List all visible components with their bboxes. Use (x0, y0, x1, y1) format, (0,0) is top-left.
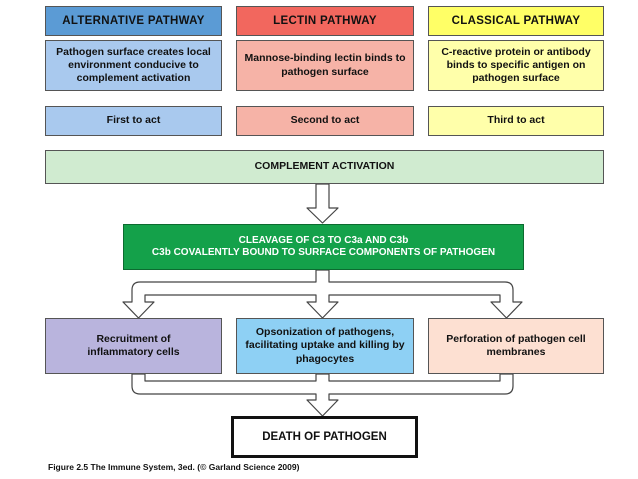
cleavage-line-1: CLEAVAGE OF C3 TO C3a AND C3b (238, 234, 409, 246)
opsonization-outcome-box: Opsonization of pathogens, facilitating … (236, 318, 414, 374)
c3-cleavage-box: CLEAVAGE OF C3 TO C3a AND C3b C3b COVALE… (123, 224, 524, 270)
death-of-pathogen-box: DEATH OF PATHOGEN (231, 416, 418, 458)
recruitment-outcome-box: Recruitment of inflammatory cells (45, 318, 222, 374)
alternative-pathway-description: Pathogen surface creates local environme… (45, 40, 222, 91)
alternative-pathway-order: First to act (45, 106, 222, 136)
classical-pathway-description: C-reactive protein or antibody binds to … (428, 40, 604, 91)
alternative-pathway-header: ALTERNATIVE PATHWAY (45, 6, 222, 36)
arrow-cleavage-to-outcomes (122, 269, 523, 319)
figure-caption: Figure 2.5 The Immune System, 3ed. (© Ga… (48, 462, 300, 472)
arrow-activation-to-cleavage (306, 183, 339, 224)
cleavage-line-2: C3b COVALENTLY BOUND TO SURFACE COMPONEN… (151, 247, 496, 258)
lectin-pathway-description: Mannose-binding lectin binds to pathogen… (236, 40, 414, 91)
classical-pathway-order: Third to act (428, 106, 604, 136)
perforation-outcome-box: Perforation of pathogen cell membranes (428, 318, 604, 374)
lectin-pathway-header: LECTIN PATHWAY (236, 6, 414, 36)
classical-pathway-header: CLASSICAL PATHWAY (428, 6, 604, 36)
lectin-pathway-order: Second to act (236, 106, 414, 136)
arrow-outcomes-to-death (131, 373, 514, 417)
complement-activation-box: COMPLEMENT ACTIVATION (45, 150, 604, 184)
